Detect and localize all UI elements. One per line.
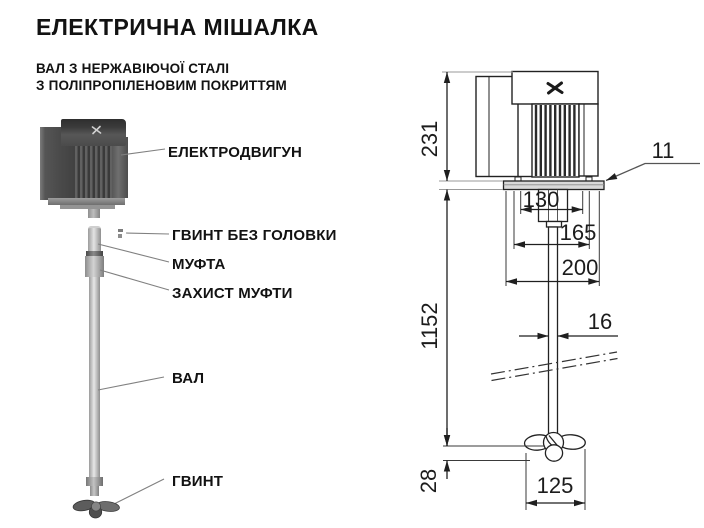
extension-lines [443,191,600,510]
dim-text-16: 16 [588,309,612,334]
label-set-screw: ГВИНТ БЕЗ ГОЛОВКИ [172,227,337,244]
dim-text-28: 28 [416,469,441,493]
coupling-and-shaft [537,188,569,441]
motor-fin-lines [534,105,576,176]
label-coupling-guard: ЗАХИСТ МУФТИ [172,285,293,302]
dim-text-130: 130 [523,187,560,212]
dim-text-200: 200 [562,255,599,280]
dim-text-125: 125 [537,473,574,498]
leader-propeller [109,478,165,507]
page-subtitle: ВАЛ З НЕРЖАВІЮЧОЇ СТАЛІ З ПОЛІПРОПІЛЕНОВ… [36,61,287,94]
set-screw-render-2 [118,234,122,238]
coupling-ring-render [86,251,103,256]
coupling-guard-render [85,256,104,277]
label-propeller: ГВИНТ [172,473,224,490]
dim-text-165: 165 [560,220,597,245]
dim-text-11: 11 [652,138,675,163]
label-motor: ЕЛЕКТРОДВИГУН [168,144,303,161]
leader-motor [120,148,166,156]
dim-text-231: 231 [417,121,442,158]
leader-11 [605,162,700,182]
shaft-top-render [88,226,101,253]
motor-base2-render [60,205,115,209]
dim-text-1152: 1152 [417,302,442,349]
set-screw-render [118,229,123,232]
dimension-texts: 231 1152 28 130 165 200 16 125 11 [416,121,674,498]
motor-logo-icon-drawing [546,81,564,95]
technical-drawing: 231 1152 28 130 165 200 16 125 11 [416,70,700,510]
leader-set-screw [125,232,170,235]
leader-coupling-guard [99,269,170,291]
subtitle-line-2: З ПОЛІПРОПІЛЕНОВИМ ПОКРИТТЯМ [36,77,287,93]
motor-base-render [48,198,125,205]
propeller-render [72,499,120,519]
label-coupling: МУФТА [172,256,226,273]
shaft-collar-render [86,477,103,486]
dimension-lines [443,72,700,507]
leader-lines [97,148,170,507]
shaft-body-render [89,277,100,477]
page-title: ЕЛЕКТРИЧНА МІШАЛКА [36,14,319,40]
leader-coupling [97,243,170,263]
leader-shaft [97,376,165,391]
subtitle-line-1: ВАЛ З НЕРЖАВІЮЧОЇ СТАЛІ [36,61,230,76]
liquid-level-lines [490,351,618,382]
motor-logo-icon-render [91,125,102,135]
shaft-tip-render [90,486,99,496]
label-shaft: ВАЛ [172,370,205,387]
propeller-outline [523,431,586,462]
motor-endcap-render [112,137,128,198]
motor-shaft-stub-render [88,209,100,218]
